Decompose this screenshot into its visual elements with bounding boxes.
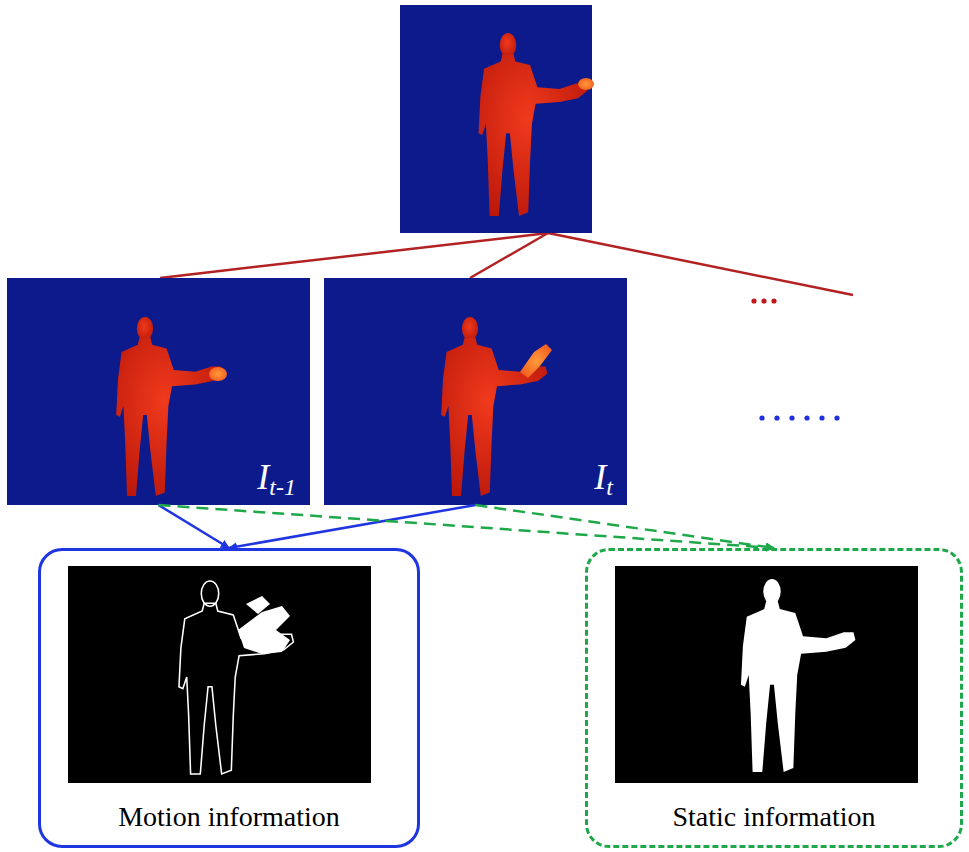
- depth-frame-node: It-1: [7, 278, 310, 505]
- static-box: Static information: [585, 548, 963, 848]
- hand: [520, 344, 552, 378]
- frame-label: It: [594, 459, 613, 499]
- depth-frame: [400, 5, 592, 233]
- frame-subscript: t-1: [269, 474, 296, 500]
- ellipsis-dots: [751, 298, 776, 303]
- ellipsis-dots: [759, 415, 839, 420]
- hand: [209, 367, 227, 381]
- dashed-arrow: [159, 505, 775, 548]
- solid-arrow: [159, 505, 230, 548]
- static-image: [615, 566, 918, 783]
- motion-edges: [179, 581, 293, 774]
- depth-frame: [324, 278, 627, 505]
- motion-image: [68, 566, 371, 783]
- motion-blob: [238, 596, 290, 654]
- frame-subscript: t: [606, 474, 613, 500]
- person-silhouette: [479, 33, 588, 216]
- depth-frame-node: It: [324, 278, 627, 505]
- dashed-arrow: [476, 505, 775, 548]
- static-silhouette: [741, 579, 855, 772]
- box-caption: Motion information: [118, 801, 340, 833]
- person-silhouette: [116, 317, 222, 496]
- depth-frame: [7, 278, 310, 505]
- motion-box: Motion information: [38, 548, 420, 848]
- frame-symbol: I: [594, 457, 606, 497]
- hand: [578, 78, 594, 90]
- person-silhouette: [441, 317, 547, 496]
- box-caption: Static information: [673, 801, 876, 833]
- frame-symbol: I: [257, 457, 269, 497]
- solid-arrow: [229, 505, 476, 548]
- frame-label: It-1: [257, 459, 296, 499]
